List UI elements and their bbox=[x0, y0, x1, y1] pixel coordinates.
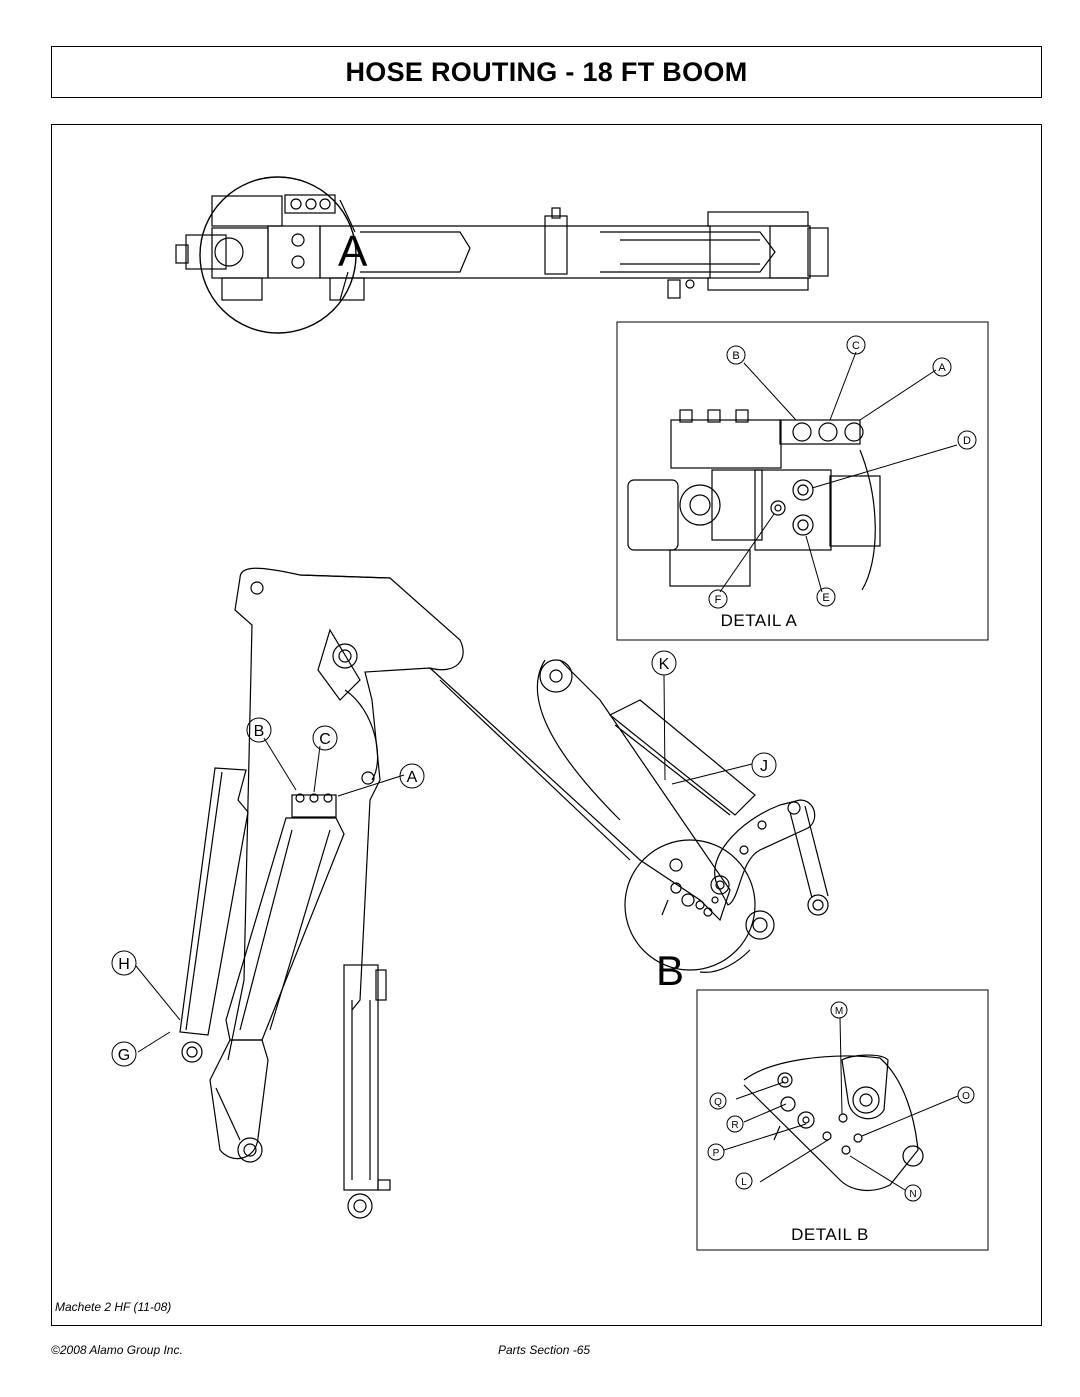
callout-r: R bbox=[731, 1120, 738, 1131]
callout-e: E bbox=[822, 592, 829, 604]
callout-n: N bbox=[909, 1189, 916, 1200]
title-box: HOSE ROUTING - 18 FT BOOM bbox=[51, 46, 1042, 98]
callout-j: J bbox=[760, 758, 768, 775]
callout-o: O bbox=[962, 1091, 970, 1102]
page-title: HOSE ROUTING - 18 FT BOOM bbox=[345, 56, 748, 87]
detail-a-label: DETAIL A bbox=[721, 611, 798, 630]
detail-b-label: DETAIL B bbox=[791, 1225, 869, 1244]
callout-p: P bbox=[713, 1148, 720, 1159]
drawing-frame bbox=[51, 124, 1042, 1326]
model-code: Machete 2 HF (11-08) bbox=[55, 1300, 172, 1314]
detail-b: M O Q R P L N DETAIL B bbox=[696, 989, 989, 1251]
callout-k: K bbox=[659, 656, 670, 673]
callout-g: G bbox=[118, 1047, 130, 1064]
boom-top-view: A bbox=[175, 176, 829, 334]
callout-a-detail: A bbox=[938, 362, 946, 374]
view-label-b: B bbox=[656, 947, 684, 994]
view-label-a: A bbox=[338, 227, 368, 276]
detail-a: B C A D F E DETAIL A bbox=[616, 321, 989, 641]
callout-f: F bbox=[715, 594, 722, 606]
copyright: ©2008 Alamo Group Inc. bbox=[51, 1343, 183, 1357]
callout-b-detail: B bbox=[732, 350, 739, 362]
callout-c-detail: C bbox=[852, 340, 860, 352]
callout-h: H bbox=[118, 956, 130, 973]
page-number: Parts Section -65 bbox=[498, 1343, 591, 1357]
callout-l: L bbox=[741, 1177, 747, 1188]
callout-d: D bbox=[963, 435, 971, 447]
callout-c: C bbox=[319, 731, 331, 748]
callout-b: B bbox=[254, 723, 265, 740]
callout-a: A bbox=[407, 769, 418, 786]
boom-side-view: B B C A K bbox=[111, 567, 829, 1219]
callout-q: Q bbox=[714, 1097, 722, 1108]
callout-m: M bbox=[835, 1006, 843, 1017]
